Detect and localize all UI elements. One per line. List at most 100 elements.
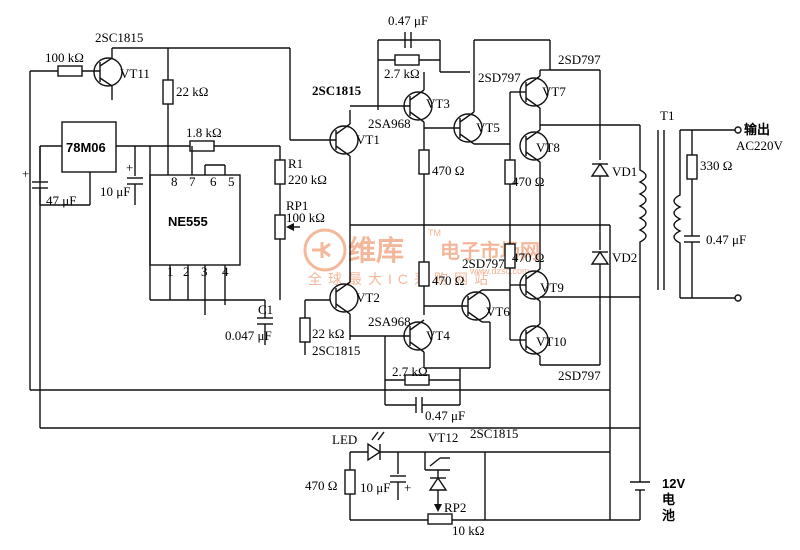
vt8-name-label: VT8 — [536, 140, 560, 155]
resistor-470-led — [344, 469, 356, 495]
vt5-part-label: 2SD797 — [478, 70, 521, 85]
vt11-name-label: VT11 — [120, 66, 150, 81]
vt11-body — [93, 57, 123, 87]
led-icon — [367, 442, 382, 462]
resistor-1k8 — [189, 140, 215, 152]
resistor-22k-top — [162, 79, 174, 105]
r-470-d-label: 470 Ω — [512, 250, 544, 265]
transistor-vt11 — [93, 48, 123, 100]
rp1-wiper-icon — [286, 223, 294, 231]
cap-47u-label: 47 μF — [46, 193, 76, 208]
vt10-name-label: VT10 — [536, 334, 566, 349]
driver-section: 2SC1815 VT1 VT2 2SC1815 0.47 μF 2.7 kΩ — [289, 13, 610, 423]
ic-ne555 — [149, 174, 241, 266]
resistor-330 — [686, 154, 698, 180]
watermark-slogan: 电子市场网 — [440, 239, 540, 263]
vt2-name-label: VT2 — [356, 290, 380, 305]
battery-label-2: 池 — [662, 508, 675, 523]
r-22k-top-label: 22 kΩ — [176, 84, 208, 99]
r1-value: 220 kΩ — [288, 172, 327, 187]
vt6-name-label: VT6 — [486, 304, 510, 319]
transistor-vt1 — [289, 48, 359, 225]
cap-10u-plus: + — [126, 160, 133, 175]
vt5-name-label: VT5 — [476, 120, 500, 135]
vt11-part-label: 2SC1815 — [95, 30, 143, 45]
watermark-tm: TM — [428, 228, 441, 238]
vt9-name-label: VT9 — [540, 280, 564, 295]
r-2k7-top-label: 2.7 kΩ — [384, 66, 420, 81]
c1-value: 0.047 μF — [225, 328, 272, 343]
r-2k7-bot-label: 2.7 kΩ — [392, 364, 428, 379]
zener-icon — [428, 476, 448, 491]
ic-pin3: 3 — [201, 264, 208, 279]
diode-vd1-icon — [590, 162, 610, 177]
watermark-sub: 全球最大IC采购网站 — [308, 271, 494, 287]
vt7-name-label: VT7 — [542, 84, 566, 99]
cap-047-top-label: 0.47 μF — [388, 13, 428, 28]
r-470-led-label: 470 Ω — [305, 478, 337, 493]
r-22k-bot-label: 22 kΩ — [312, 326, 344, 341]
output-voltage: AC220V — [736, 138, 784, 153]
ic-pin6: 6 — [210, 174, 217, 189]
rp2-value: 10 kΩ — [452, 523, 484, 538]
cap-047-bot-label: 0.47 μF — [425, 408, 465, 423]
resistor-r1 — [274, 159, 286, 185]
ic-label: NE555 — [168, 214, 208, 229]
output-terminal-bottom — [734, 294, 742, 302]
battery-voltage: 12V — [662, 476, 685, 491]
transistor-vt2 — [329, 225, 359, 340]
r-470-c-label: 470 Ω — [512, 174, 544, 189]
transformer-secondary — [673, 130, 682, 298]
cap-10u-label: 10 μF — [100, 184, 130, 199]
resistor-22k-bot — [299, 317, 311, 343]
vt1-name-label: VT1 — [356, 132, 380, 147]
regulator-label: 78M06 — [66, 140, 106, 155]
transistor-vt3 — [350, 72, 433, 150]
vd2-label: VD2 — [612, 250, 637, 265]
resistor-2k7-top — [394, 54, 420, 66]
battery-label-1: 电 — [662, 492, 675, 507]
transistor-vt7 — [510, 69, 550, 125]
vt3-part-label: 2SA968 — [368, 116, 411, 131]
vt6-part-label: 2SD797 — [462, 256, 505, 271]
r-330-label: 330 Ω — [700, 158, 732, 173]
vd1-label: VD1 — [612, 164, 637, 179]
ic-pin5: 5 — [228, 174, 235, 189]
led-label: LED — [332, 432, 357, 447]
resistor-100k-top — [57, 65, 83, 77]
potentiometer-rp1 — [274, 214, 286, 240]
cap-10u-led-label: 10 μF — [360, 480, 390, 495]
watermark-brand: 维库 — [348, 235, 404, 266]
vt12-part-label: 2SC1815 — [470, 426, 518, 441]
watermark-url: www.dzsc.com — [469, 266, 530, 276]
r-470-a-label: 470 Ω — [432, 163, 464, 178]
transistor-vt5 — [424, 40, 510, 145]
rp1-name: RP1 — [286, 198, 308, 213]
r1-name: R1 — [288, 156, 303, 171]
cap-047-out-label: 0.47 μF — [706, 232, 746, 247]
transformer-output: T1 输出 AC220V 330 Ω 0.47 μF — [638, 108, 784, 302]
vt12-name-label: VT12 — [428, 430, 458, 445]
output-terminal-top — [734, 126, 742, 134]
vt4-name-label: VT4 — [426, 328, 450, 343]
ic-pin7: 7 — [189, 174, 196, 189]
rp2-name: RP2 — [444, 500, 466, 515]
vt1-part-label: 2SC1815 — [312, 83, 362, 98]
transformer-primary — [638, 125, 647, 297]
ic-pin8: 8 — [171, 174, 178, 189]
rp1-value: 100 kΩ — [286, 210, 325, 225]
r-1k8-label: 1.8 kΩ — [186, 125, 222, 140]
transistor-vt4 — [350, 319, 433, 368]
r-470-b-label: 470 Ω — [432, 273, 464, 288]
rp2-wiper-icon — [434, 504, 442, 512]
transistor-vt8 — [519, 124, 600, 225]
oscillator-section: 2SC1815 VT11 100 kΩ 22 kΩ 78M06 + 47 μF — [22, 30, 344, 390]
led-rays-icon — [371, 431, 385, 441]
watermark-logo-icon — [303, 228, 347, 272]
regulator-78m06 — [61, 121, 117, 173]
transistor-vt10 — [510, 315, 600, 366]
vt10-part-label: 2SD797 — [558, 368, 601, 383]
transistor-vt12 — [424, 452, 450, 505]
battery-section: 12V 电 池 LED 470 Ω 10 μF + VT12 2S — [30, 146, 685, 538]
